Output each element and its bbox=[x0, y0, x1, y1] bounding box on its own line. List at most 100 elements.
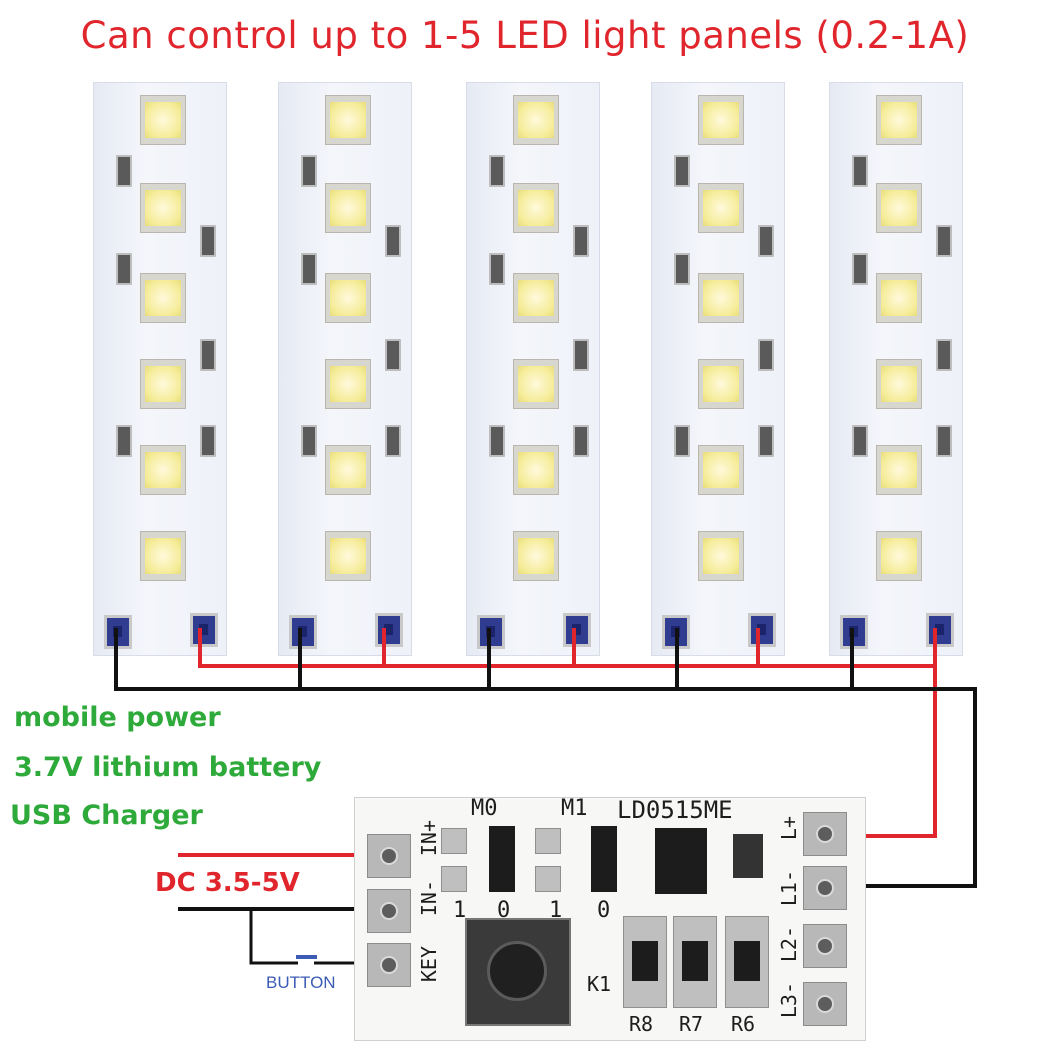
page-title: Can control up to 1-5 LED light panels (… bbox=[80, 14, 970, 57]
smd-resistor bbox=[200, 425, 216, 457]
smd-resistor bbox=[852, 425, 868, 457]
pin-label-l2-minus: L2- bbox=[777, 926, 801, 963]
smd-resistor bbox=[936, 425, 952, 457]
smd-resistor bbox=[200, 225, 216, 257]
smd-resistor bbox=[573, 225, 589, 257]
tact-switch bbox=[465, 918, 571, 1026]
led-chip bbox=[876, 359, 922, 409]
key-label: K1 bbox=[587, 972, 612, 996]
board-model: LD0515ME bbox=[617, 796, 733, 824]
label-r6: R6 bbox=[731, 1012, 756, 1036]
jumper-m1 bbox=[591, 826, 617, 892]
pin-label-l1-minus: L1- bbox=[777, 870, 801, 907]
switch-pos-0b: 0 bbox=[597, 898, 611, 923]
smd-resistor bbox=[852, 253, 868, 285]
button-wire-left bbox=[249, 909, 298, 965]
led-chip bbox=[140, 273, 186, 323]
led-chip bbox=[513, 445, 559, 495]
panel-positive-pad bbox=[375, 613, 403, 647]
led-chip bbox=[876, 445, 922, 495]
jumper-m0 bbox=[489, 826, 515, 892]
led-chip bbox=[140, 359, 186, 409]
smd-resistor bbox=[674, 155, 690, 187]
smd-resistor bbox=[200, 339, 216, 371]
pad-l3-minus bbox=[803, 982, 847, 1026]
resistor-r8-body bbox=[623, 916, 667, 1008]
led-chip bbox=[698, 95, 744, 145]
led-chip bbox=[698, 273, 744, 323]
led-chip bbox=[140, 531, 186, 581]
pin-label-l-plus: L+ bbox=[777, 816, 801, 841]
resistor-r6-body bbox=[725, 916, 769, 1008]
led-chip bbox=[513, 95, 559, 145]
smd-resistor bbox=[301, 425, 317, 457]
led-chip bbox=[698, 531, 744, 581]
led-chip bbox=[876, 531, 922, 581]
smd-resistor bbox=[758, 225, 774, 257]
controller-board: M0 M1 LD0515ME 1 0 1 0 IN+ IN- KEY L+ L1… bbox=[354, 796, 866, 1041]
power-source-mobile: mobile power bbox=[14, 702, 221, 733]
smd-resistor bbox=[489, 425, 505, 457]
smd-resistor bbox=[936, 225, 952, 257]
smd-resistor bbox=[116, 155, 132, 187]
led-chip bbox=[698, 183, 744, 233]
led-chip bbox=[140, 183, 186, 233]
led-panel bbox=[93, 82, 227, 656]
smd-resistor bbox=[674, 253, 690, 285]
led-chip bbox=[140, 445, 186, 495]
positive-wire bbox=[198, 628, 935, 668]
power-source-usb: USB Charger bbox=[10, 800, 203, 831]
pad-l-plus bbox=[803, 812, 847, 856]
switch-pos-1: 1 bbox=[453, 898, 467, 923]
button-label: BUTTON bbox=[266, 973, 336, 992]
led-chip bbox=[513, 531, 559, 581]
pad-key bbox=[367, 943, 411, 987]
led-chip bbox=[513, 183, 559, 233]
pad-l2-minus bbox=[803, 924, 847, 968]
smd-resistor bbox=[385, 339, 401, 371]
power-source-battery: 3.7V lithium battery bbox=[14, 752, 322, 783]
led-chip bbox=[513, 273, 559, 323]
resistor-ed bbox=[733, 834, 763, 878]
switch-pos-0: 0 bbox=[497, 898, 511, 923]
pad-in-plus bbox=[367, 834, 411, 878]
led-panel bbox=[829, 82, 963, 656]
pin-label-in-plus: IN+ bbox=[417, 820, 441, 857]
pad-l1-minus bbox=[803, 866, 847, 910]
smd-resistor bbox=[489, 155, 505, 187]
driver-ic bbox=[655, 828, 707, 894]
pin-label-key: KEY bbox=[417, 946, 441, 983]
solder-pad bbox=[535, 828, 561, 854]
smd-resistor bbox=[573, 425, 589, 457]
smd-resistor bbox=[758, 425, 774, 457]
resistor-r7-body bbox=[673, 916, 717, 1008]
panel-positive-pad bbox=[563, 613, 591, 647]
smd-resistor bbox=[573, 339, 589, 371]
led-chip bbox=[876, 183, 922, 233]
input-voltage-label: DC 3.5-5V bbox=[155, 868, 300, 898]
label-r7: R7 bbox=[679, 1012, 704, 1036]
led-chip bbox=[513, 359, 559, 409]
solder-pad bbox=[441, 828, 467, 854]
led-chip bbox=[325, 273, 371, 323]
solder-pad bbox=[441, 866, 467, 892]
led-chip bbox=[876, 95, 922, 145]
led-chip bbox=[325, 531, 371, 581]
led-chip bbox=[698, 445, 744, 495]
led-chip bbox=[325, 183, 371, 233]
led-chip bbox=[325, 359, 371, 409]
led-panel bbox=[278, 82, 412, 656]
pin-label-in-minus: IN- bbox=[417, 880, 441, 917]
smd-resistor bbox=[758, 339, 774, 371]
solder-pad bbox=[535, 866, 561, 892]
panel-positive-pad bbox=[926, 613, 954, 647]
led-chip bbox=[876, 273, 922, 323]
smd-resistor bbox=[385, 425, 401, 457]
label-m0: M0 bbox=[471, 796, 498, 821]
led-chip bbox=[140, 95, 186, 145]
smd-resistor bbox=[674, 425, 690, 457]
smd-resistor bbox=[301, 155, 317, 187]
pin-label-l3-minus: L3- bbox=[777, 982, 801, 1019]
pad-in-minus bbox=[367, 889, 411, 933]
